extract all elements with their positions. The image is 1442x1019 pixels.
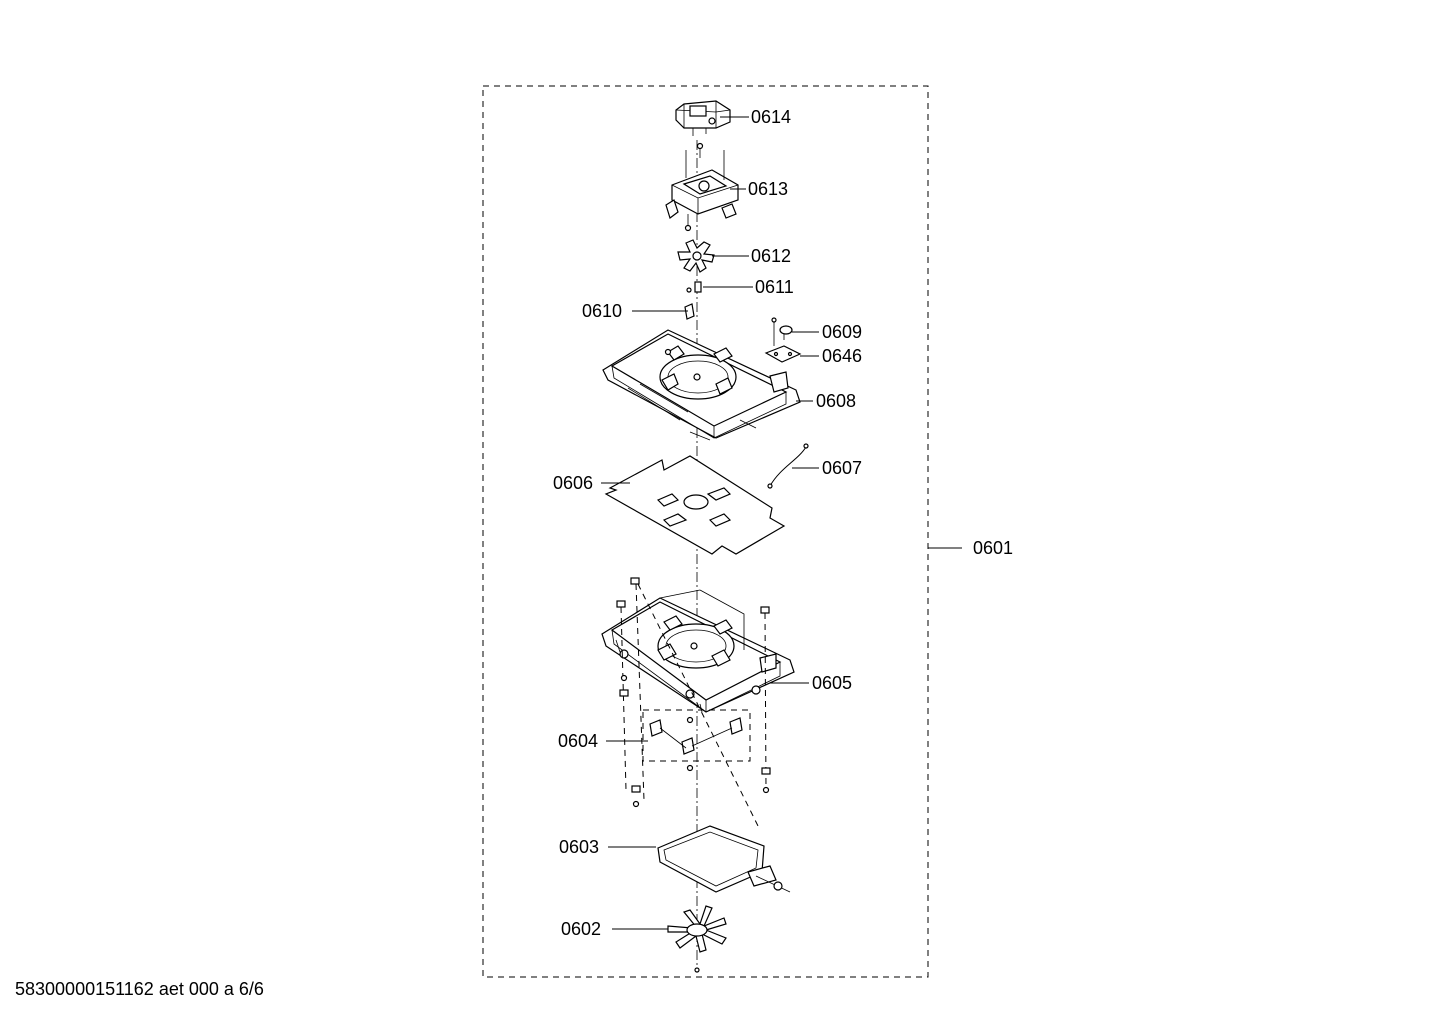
part-screw-top [696, 142, 704, 158]
callout-0614: 0614 [751, 107, 791, 127]
callout-0605: 0605 [812, 673, 852, 693]
part-heating-element [657, 825, 791, 893]
part-cooling-fan [677, 239, 715, 273]
part-motor [675, 100, 731, 136]
part-nuts-top [616, 577, 770, 831]
part-upper-housing [602, 329, 801, 441]
leader-lines [601, 116, 962, 930]
part-thermostat-plate [764, 345, 802, 363]
callout-0606: 0606 [553, 473, 593, 493]
callout-0604: 0604 [558, 731, 598, 751]
part-convection-fan [667, 905, 727, 973]
part-wire [767, 443, 809, 489]
part-thermostat [771, 317, 793, 346]
part-clip [684, 303, 695, 320]
callout-0612: 0612 [751, 246, 791, 266]
assembly-boundary [482, 85, 929, 978]
callout-0601: 0601 [973, 538, 1013, 558]
part-insulation-sheet [604, 455, 786, 555]
part-spacer [686, 281, 702, 293]
part-brackets [619, 674, 771, 808]
callout-0613: 0613 [748, 179, 788, 199]
callout-0611: 0611 [755, 277, 794, 297]
callout-0609: 0609 [822, 322, 862, 342]
callout-0608: 0608 [816, 391, 856, 411]
part-motor-bracket [665, 150, 739, 232]
callout-0602: 0602 [561, 919, 601, 939]
callout-0646: 0646 [822, 346, 862, 366]
callout-0607: 0607 [822, 458, 862, 478]
callout-0610: 0610 [582, 301, 622, 321]
part-lower-housing [601, 589, 795, 713]
callout-0603: 0603 [559, 837, 599, 857]
document-id: 58300000151162 aet 000 a 6/6 [15, 979, 264, 999]
